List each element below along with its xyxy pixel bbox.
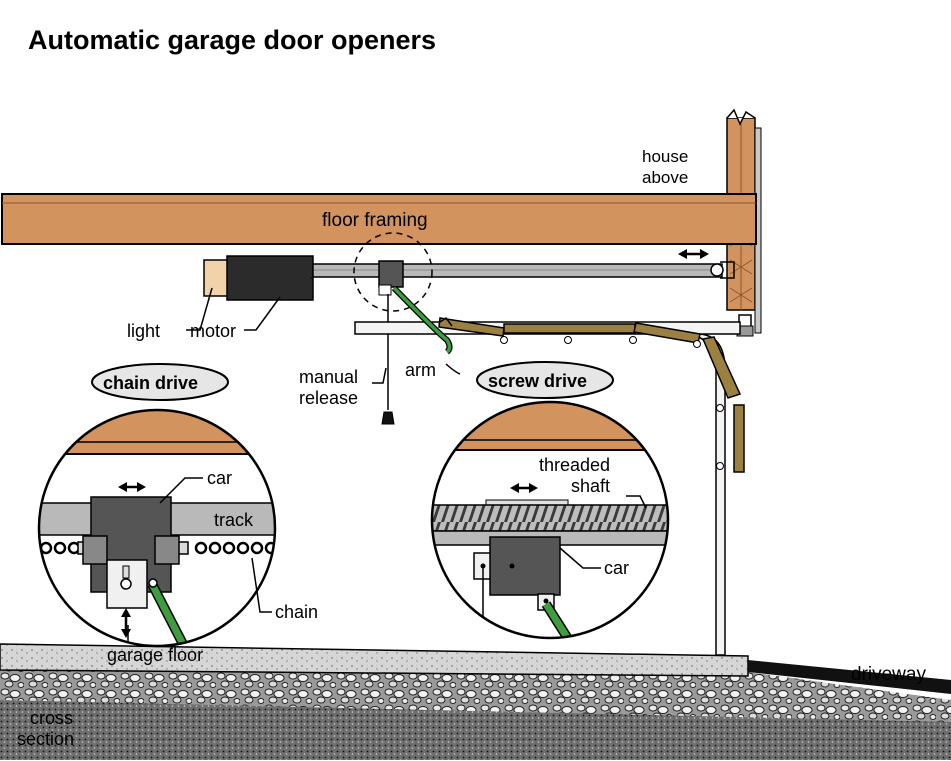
house-above-label-2: above <box>642 168 688 187</box>
threaded-shaft <box>432 504 668 532</box>
chain-label: chain <box>275 602 318 622</box>
driveway-label: driveway <box>851 664 926 685</box>
manual-release-label: manual <box>299 367 358 387</box>
cross-section-label-2: section <box>17 729 74 749</box>
screw-car-label: car <box>604 558 629 578</box>
chain-drive-badge <box>91 363 229 401</box>
screw-drive-label: screw drive <box>488 371 587 391</box>
motor-housing <box>226 255 314 301</box>
chain-car-arrow <box>118 482 146 492</box>
screw-car <box>489 536 561 596</box>
opener-rail <box>311 261 735 279</box>
rail-travel-arrow <box>678 249 709 259</box>
detail-circle-marker <box>353 232 433 312</box>
chain-car-label: car <box>207 468 232 488</box>
house-above-label: house <box>642 147 688 166</box>
threaded-shaft-label-2: shaft <box>571 476 610 496</box>
light-label: light <box>127 321 160 341</box>
door-panels <box>438 317 745 473</box>
page-title: Automatic garage door openers <box>28 25 436 55</box>
light-cover <box>203 259 229 297</box>
manual-release-label-2: release <box>299 388 358 408</box>
cross-section-label: cross <box>30 708 73 728</box>
door-arm <box>392 286 452 354</box>
release-handle[interactable] <box>381 411 395 425</box>
screw-car-arrow <box>510 483 538 493</box>
motor-label: motor <box>190 321 236 341</box>
arm-label: arm <box>405 360 436 380</box>
screw-drive-badge <box>476 361 614 399</box>
threaded-shaft-label: threaded <box>539 455 610 475</box>
rail-car <box>378 260 404 288</box>
chain-drive-label: chain drive <box>103 373 198 393</box>
screw-drive-detail <box>430 400 670 640</box>
floor-framing-label: floor framing <box>322 210 428 231</box>
track-label: track <box>214 510 254 530</box>
floor-framing-beam <box>1 193 757 245</box>
ground-cross-section <box>0 643 951 760</box>
garage-floor-label: garage floor <box>107 645 203 665</box>
motor-leader <box>244 296 281 331</box>
light-leader <box>186 287 213 331</box>
